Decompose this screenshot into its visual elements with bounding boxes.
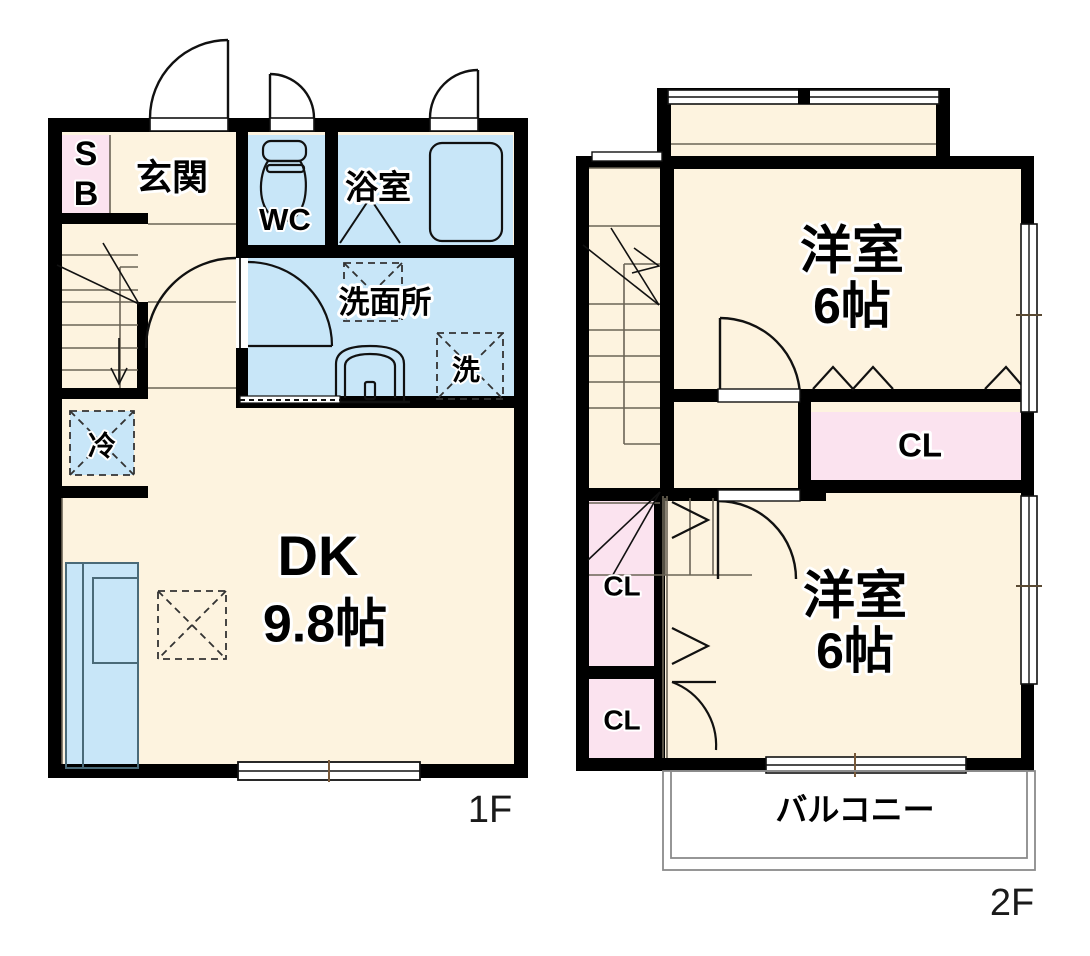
wc-door-sill <box>269 117 315 132</box>
room-label-washroom: 洗面所 <box>339 285 432 320</box>
bath-floor-mark <box>339 196 401 244</box>
2f-thin-lines <box>589 143 936 758</box>
bay-window-2f <box>667 88 940 105</box>
washroom-shelf-box <box>343 262 403 322</box>
closet-west-lower-fill <box>586 678 658 766</box>
bathtub-fixture <box>428 141 504 243</box>
right-window-upper-2f <box>1016 223 1042 413</box>
fridge-box <box>69 410 135 476</box>
room-washroom-fill <box>240 258 515 403</box>
room-label-s-size: 6帖 <box>816 623 894 679</box>
room-storage-fill <box>62 135 110 213</box>
closet-north-fill <box>806 412 1028 482</box>
room-label-closet-west-lower: CL <box>603 704 640 735</box>
vanity-sink-fixture <box>334 344 406 403</box>
wall-stair-right <box>137 302 148 398</box>
bath-door-1f[interactable] <box>428 68 480 119</box>
stair-window-2f <box>591 151 663 162</box>
room-label-storage-line1: S <box>75 135 98 173</box>
wall-1f-right <box>514 118 528 778</box>
hall-door-1f[interactable] <box>144 256 237 349</box>
entrance-door-sill <box>149 117 229 132</box>
wall-2f-top-center <box>660 156 950 169</box>
floor-1f-tag: 1F <box>468 789 512 831</box>
closet-n-folding-doors[interactable] <box>812 365 1026 391</box>
wall-closet-w-divider <box>576 666 662 679</box>
wall-1f-left <box>48 118 62 778</box>
room-label-n-size: 6帖 <box>813 278 891 334</box>
room-label-dk-size: 9.8帖 <box>263 596 387 654</box>
room-label-closet-north: CL <box>898 427 942 464</box>
room-n-door-sill <box>717 388 801 403</box>
floor-1f-group: 1F S B 玄関 WC 浴室 洗面所 洗 冷 DK 9.8帖 <box>48 38 528 831</box>
wc-door-1f[interactable] <box>268 72 316 119</box>
wall-stair-bottom <box>48 388 148 399</box>
floor-2f-group: 2F 洋室 6帖 CL 洋室 6帖 CL CL バルコニー <box>576 88 1042 924</box>
room-label-balcony: バルコニー <box>775 791 934 827</box>
room-s-door-sill <box>717 489 801 502</box>
wall-entrance-lower-left <box>48 213 148 224</box>
closet-w-upper-doors[interactable] <box>671 501 711 665</box>
room-label-n-name: 洋室 <box>800 223 904 281</box>
washer-box <box>436 332 504 400</box>
bath-door-sill <box>429 117 479 132</box>
dk-window <box>237 760 421 782</box>
balcony-2f <box>662 770 1036 871</box>
right-window-lower-2f <box>1016 495 1042 685</box>
washroom-threshold <box>239 395 341 404</box>
dashed-fixture-boxes <box>69 262 504 660</box>
room-n-door-2f[interactable] <box>718 316 802 399</box>
entrance-door-1f[interactable] <box>148 38 230 119</box>
room-label-entrance: 玄関 <box>136 157 208 198</box>
wall-2f-top-right <box>936 156 1034 169</box>
room-label-storage-line2: B <box>74 175 99 213</box>
room-s-door-2f[interactable] <box>716 499 798 580</box>
2f-walls <box>576 88 1034 771</box>
wall-closet-n-left <box>798 396 811 492</box>
1f-thin-lines <box>61 135 236 764</box>
wall-2f-bay-right <box>936 88 950 168</box>
dk-table-box <box>157 590 227 660</box>
room-label-closet-west-upper: CL <box>603 570 640 601</box>
wall-closet-w-right <box>654 493 665 768</box>
2f-bay-fill <box>665 97 945 167</box>
wall-wc-right <box>325 118 338 246</box>
wall-wc-left <box>236 118 248 246</box>
room-label-toilet: WC <box>259 202 311 237</box>
wall-2f-stair-right <box>660 156 674 496</box>
room-s-window-2f <box>765 753 967 777</box>
wall-2f-bay-left <box>657 88 671 168</box>
closet-w-lower-door[interactable] <box>671 680 718 751</box>
hall-door-leaf <box>236 258 248 348</box>
room-label-dk-name: DK <box>278 524 359 587</box>
wall-2f-left <box>576 156 589 770</box>
stair-direction-2f <box>582 227 661 581</box>
wall-fridge-bottom <box>48 486 148 498</box>
room-label-fridge: 冷 <box>88 430 116 461</box>
washroom-door-1f[interactable] <box>247 260 334 348</box>
floor-2f-tag: 2F <box>990 882 1034 924</box>
wall-closet-n-bottom <box>798 480 1034 493</box>
toilet-fixture <box>259 139 308 222</box>
kitchen-counter-fill <box>83 563 138 768</box>
room-label-s-name: 洋室 <box>803 568 907 626</box>
room-label-washer: 洗 <box>452 354 480 385</box>
wall-wet-top-bottom <box>236 245 528 258</box>
stair-direction-1f <box>56 242 140 386</box>
room-label-bathroom: 浴室 <box>345 169 411 206</box>
kitchen-unit <box>65 562 139 769</box>
